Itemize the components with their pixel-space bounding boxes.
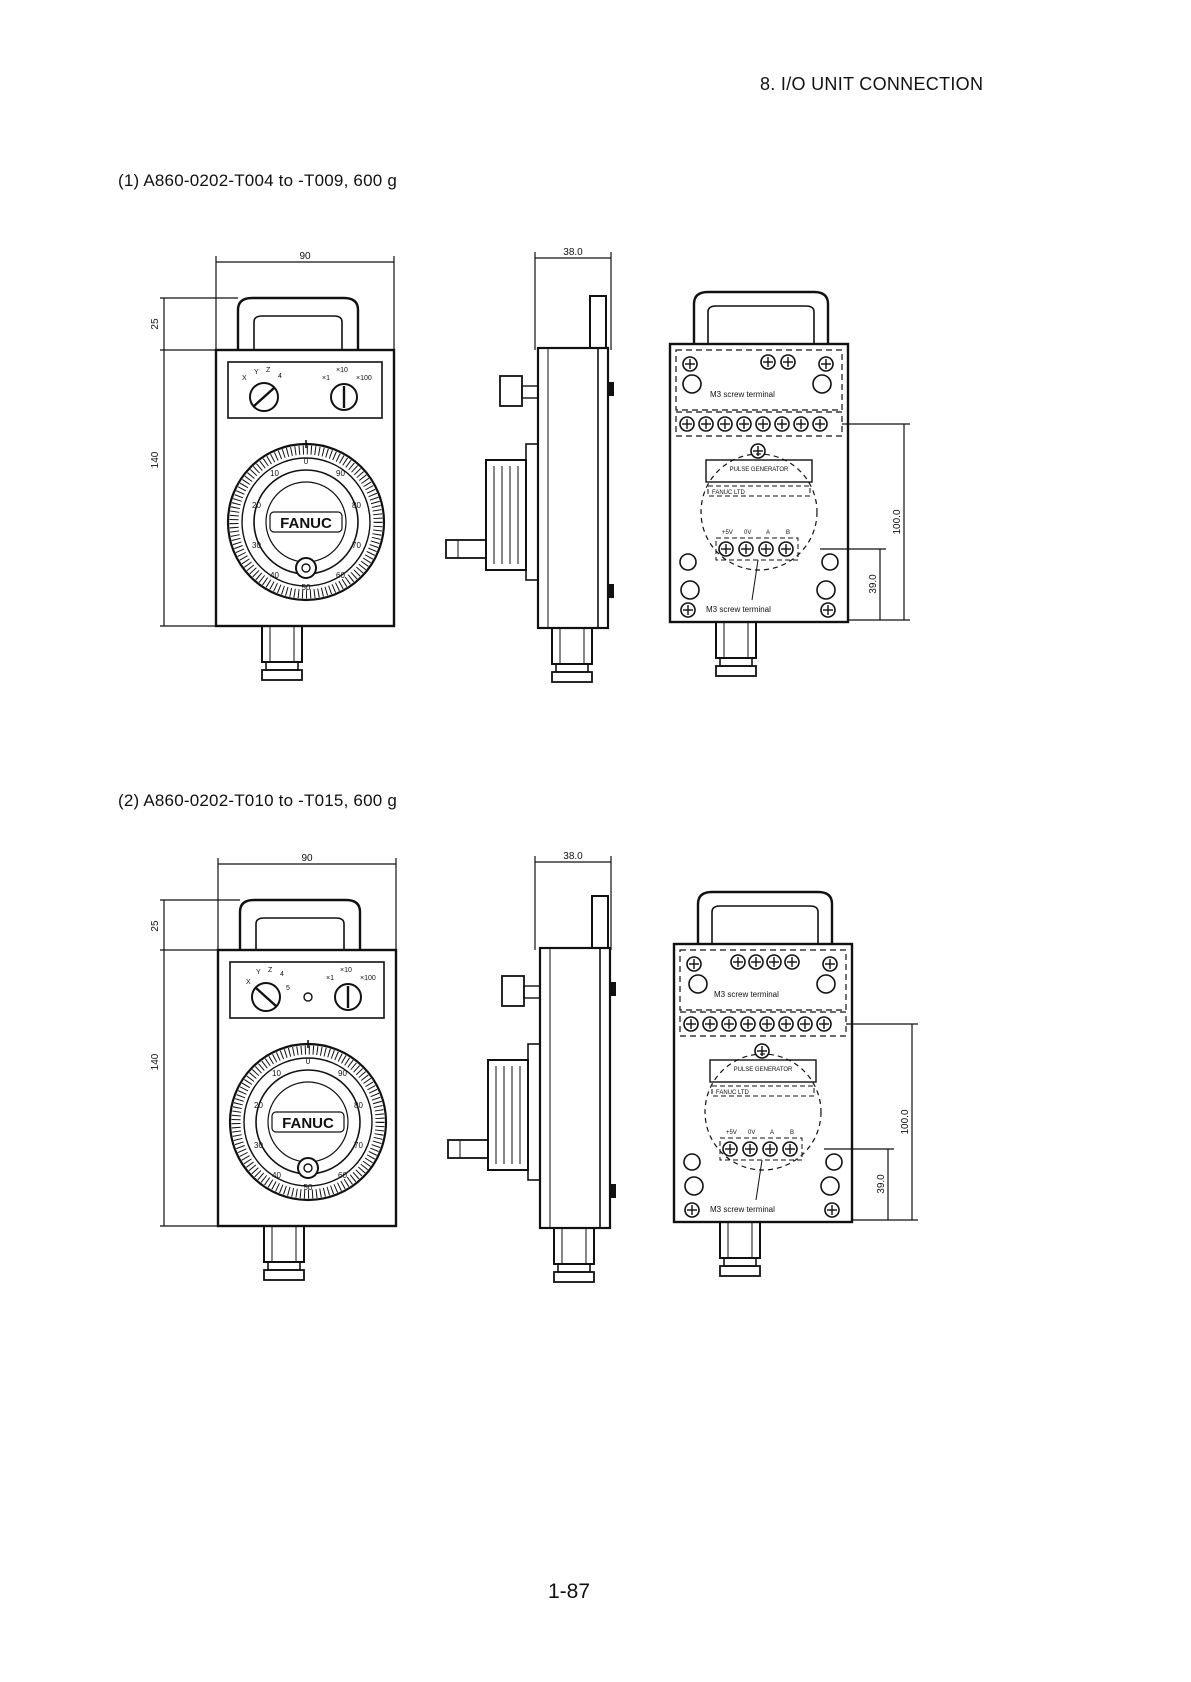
page-number: 1-87 <box>548 1580 591 1603</box>
f2-dial-70: 70 <box>354 1141 363 1150</box>
figure-1-front-view: X Y Z 4 ×1 ×10 ×100 FANUC 0 10 20 30 40 … <box>214 296 396 681</box>
f1-dim-handle: 25 <box>150 318 161 330</box>
f1-mult-1: ×1 <box>322 375 330 382</box>
f2-dial-30: 30 <box>254 1141 263 1150</box>
f2-dim-rear-height: 100.0 <box>900 1109 911 1134</box>
f1-dim-rear-height: 100.0 <box>892 509 903 534</box>
f2-dial-60: 60 <box>338 1171 347 1180</box>
f2-pin-a: A <box>770 1130 774 1136</box>
f1-maker-label: FANUC LTD <box>712 490 746 496</box>
figure-1-caption: (1) A860-0202-T004 to -T009, 600 g <box>118 171 397 190</box>
f2-dim-handle: 25 <box>150 920 161 932</box>
figure-2-rear-dimensions <box>824 1023 918 1221</box>
f2-axis-x: X <box>246 979 251 986</box>
f2-dim-rear-low: 39.0 <box>876 1174 887 1194</box>
f1-dim-width: 90 <box>299 251 311 262</box>
f1-pin-5v: +5V <box>722 530 733 536</box>
f2-pin-b: B <box>790 1130 794 1136</box>
f2-pg-label: PULSE GENERATOR <box>734 1067 793 1073</box>
f2-maker-label: FANUC LTD <box>716 1090 750 1096</box>
f1-brand-logo: FANUC <box>280 515 332 532</box>
f1-axis-x: X <box>242 375 247 382</box>
f2-mult-100: ×100 <box>360 975 376 982</box>
f2-dial-90: 90 <box>338 1069 347 1078</box>
figure-2-rear-view: M3 screw terminal PULSE GENERATOR FANUC … <box>672 890 854 1277</box>
f2-brand-logo: FANUC <box>282 1115 334 1132</box>
figure-2: X Y Z 4 5 ×1 ×10 ×100 FANUC 0 10 20 30 4… <box>150 851 918 1284</box>
f1-dial-0: 0 <box>304 457 309 466</box>
f1-dim-depth: 38.0 <box>563 247 583 258</box>
f1-dial-40: 40 <box>270 571 279 580</box>
f2-pin-5v: +5V <box>726 1130 737 1136</box>
f2-dim-depth: 38.0 <box>563 851 583 862</box>
f1-mult-10: ×10 <box>336 367 348 374</box>
f1-dim-rear-low: 39.0 <box>868 574 879 594</box>
f2-axis-z: Z <box>268 967 273 974</box>
f1-dial-50: 50 <box>302 583 311 592</box>
figure-2-side-view <box>446 894 618 1284</box>
figure-2-front-view: X Y Z 4 5 ×1 ×10 ×100 FANUC 0 10 20 30 4… <box>216 898 398 1281</box>
f1-terminal-label-top: M3 screw terminal <box>710 390 775 399</box>
f2-pin-0v: 0V <box>748 1130 755 1136</box>
figure-2-dimensions <box>160 856 612 1227</box>
f1-terminal-label-bottom: M3 screw terminal <box>706 605 771 614</box>
f1-mult-100: ×100 <box>356 375 372 382</box>
f1-pin-a: A <box>766 530 770 536</box>
f1-axis-y: Y <box>254 369 259 376</box>
f2-dial-40: 40 <box>272 1171 281 1180</box>
f2-dial-80: 80 <box>354 1101 363 1110</box>
f2-dial-0: 0 <box>306 1057 311 1066</box>
f1-axis-z: Z <box>266 367 271 374</box>
f2-dim-width: 90 <box>301 853 313 864</box>
f1-axis-4: 4 <box>278 373 282 380</box>
section-header: 8. I/O UNIT CONNECTION <box>760 74 984 94</box>
f1-dial-70: 70 <box>352 541 361 550</box>
figure-1-rear-view: M3 screw terminal PULSE GENERATOR FANUC … <box>668 290 850 677</box>
f2-mult-1: ×1 <box>326 975 334 982</box>
figure-2-caption: (2) A860-0202-T010 to -T015, 600 g <box>118 791 397 810</box>
f1-dial-80: 80 <box>352 501 361 510</box>
f2-dim-body: 140 <box>150 1053 161 1070</box>
f2-terminal-label-bottom: M3 screw terminal <box>710 1205 775 1214</box>
f2-terminal-label-top: M3 screw terminal <box>714 990 779 999</box>
f2-dial-10: 10 <box>272 1069 281 1078</box>
f1-dial-30: 30 <box>252 541 261 550</box>
f1-dial-90: 90 <box>336 469 345 478</box>
f2-axis-4: 4 <box>280 971 284 978</box>
figure-1: X Y Z 4 ×1 ×10 ×100 FANUC 0 10 20 30 40 … <box>150 247 910 684</box>
f2-dial-50: 50 <box>304 1183 313 1192</box>
f1-pin-0v: 0V <box>744 530 751 536</box>
f1-dial-20: 20 <box>252 501 261 510</box>
f1-pin-b: B <box>786 530 790 536</box>
f2-dial-20: 20 <box>254 1101 263 1110</box>
figure-1-dimensions <box>160 252 612 627</box>
f2-axis-y: Y <box>256 969 261 976</box>
f1-dial-10: 10 <box>270 469 279 478</box>
figure-1-rear-dimensions <box>820 423 910 621</box>
figure-1-side-view <box>444 294 616 684</box>
f1-dial-60: 60 <box>336 571 345 580</box>
f1-pg-label: PULSE GENERATOR <box>730 467 789 473</box>
f2-axis-5: 5 <box>286 985 290 992</box>
f1-dim-body: 140 <box>150 451 161 468</box>
f2-mult-10: ×10 <box>340 967 352 974</box>
